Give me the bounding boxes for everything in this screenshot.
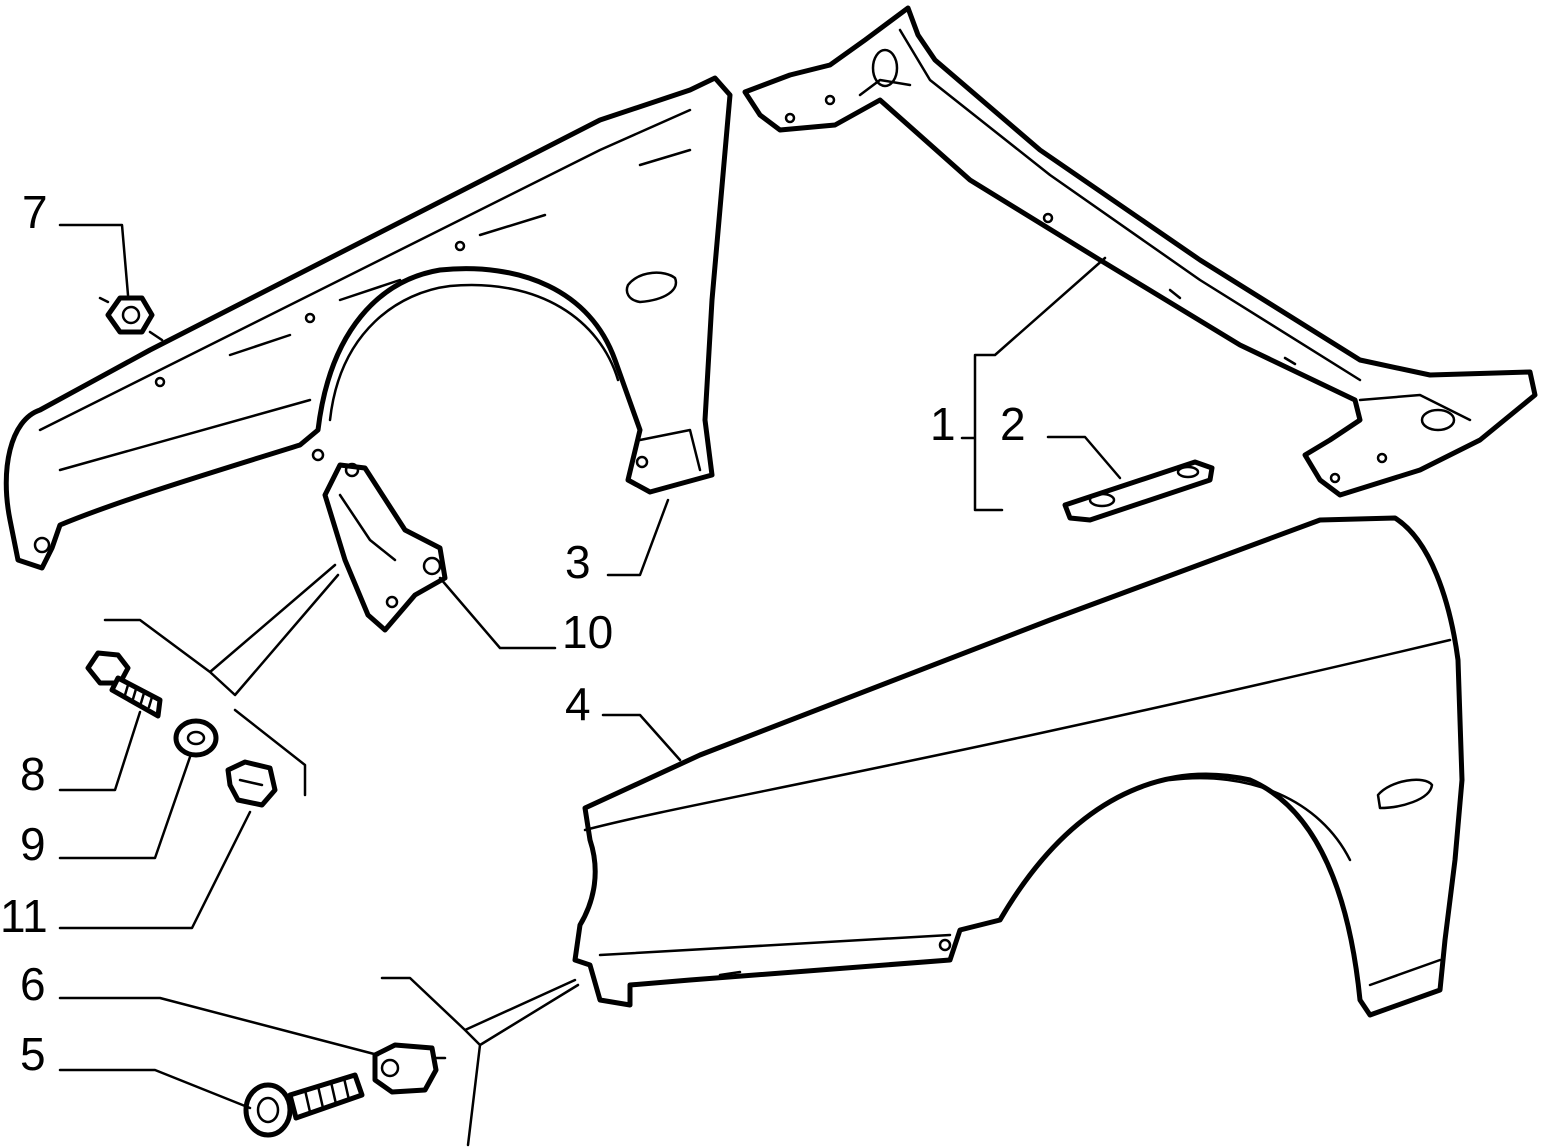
callout-5: 5 (20, 1028, 46, 1080)
leader-8 (58, 710, 142, 792)
leader-group-lower (380, 976, 580, 1147)
callout-6: 6 (20, 958, 46, 1010)
callout-10: 10 (562, 606, 613, 658)
callout-1: 1 (930, 398, 956, 450)
flange-bolt (243, 1072, 365, 1138)
leader-11 (58, 810, 252, 930)
mounting-bracket (311, 448, 448, 633)
callout-3: 3 (565, 536, 591, 588)
front-fender-panel (572, 515, 1465, 1018)
leader-6 (58, 996, 380, 1057)
leader-2 (1046, 435, 1122, 480)
leader-5 (58, 1068, 252, 1110)
callout-7: 7 (22, 186, 48, 238)
inner-fender-liner (3, 75, 733, 571)
leader-9 (58, 755, 192, 860)
callout-8: 8 (20, 748, 46, 800)
washer (173, 718, 219, 758)
callout-11: 11 (0, 890, 48, 942)
leader-group-upper (103, 563, 340, 797)
leader-lines (58, 223, 1122, 1147)
leader-1 (960, 256, 1107, 512)
reinforcement-plate (1062, 459, 1215, 523)
fender-support-frame (742, 5, 1538, 498)
leader-3 (606, 498, 670, 577)
leader-small-nut (98, 296, 110, 304)
callout-4: 4 (565, 678, 591, 730)
callout-2: 2 (1000, 398, 1026, 450)
hex-nut (105, 295, 155, 335)
clip-nut (225, 759, 278, 808)
callout-labels: 1 2 3 4 5 6 7 8 9 10 11 (0, 186, 1026, 1080)
leader-7b (148, 330, 164, 342)
leader-4 (601, 713, 682, 762)
spacer-bush (372, 1042, 439, 1095)
leader-7 (58, 223, 130, 297)
screw (85, 650, 163, 719)
leader-10 (438, 576, 557, 650)
callout-9: 9 (20, 818, 46, 870)
